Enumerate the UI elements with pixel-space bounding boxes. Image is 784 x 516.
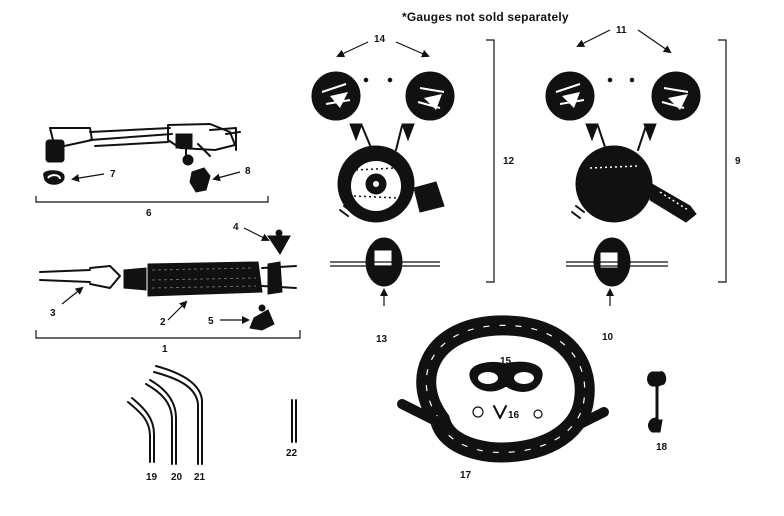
callout-11: 11 — [616, 25, 627, 36]
torch-handle — [39, 261, 297, 297]
callout-1: 1 — [162, 344, 168, 355]
wrench-18 — [647, 371, 667, 433]
callout-10: 10 — [602, 332, 614, 343]
hose-17 — [397, 315, 609, 463]
callout-19: 19 — [146, 472, 158, 483]
callout-20: 20 — [171, 472, 183, 483]
part-8 — [189, 167, 211, 193]
tip-21 — [153, 365, 203, 465]
callout-14: 14 — [374, 34, 386, 45]
callout-3: 3 — [50, 308, 56, 319]
callout-15: 15 — [500, 356, 512, 367]
bracket-1 — [35, 330, 301, 339]
callout-17: 17 — [460, 470, 472, 481]
callout-18: 18 — [656, 442, 668, 453]
goggles-15 — [469, 361, 543, 392]
cutting-attachment — [45, 123, 241, 166]
regulator-left — [311, 71, 455, 287]
part-5 — [249, 304, 275, 331]
callout-16: 16 — [508, 410, 520, 421]
tip-19 — [127, 397, 155, 463]
callout-22: 22 — [286, 448, 298, 459]
callout-4: 4 — [233, 222, 239, 233]
callout-21: 21 — [194, 472, 206, 483]
callout-7: 7 — [110, 169, 116, 180]
callout-6: 6 — [146, 208, 152, 219]
part-4 — [267, 229, 291, 255]
callout-8: 8 — [245, 166, 251, 177]
tip-22 — [291, 399, 297, 443]
bracket-12 — [486, 39, 495, 283]
callout-5: 5 — [208, 316, 214, 327]
bracket-9 — [718, 39, 727, 283]
gauges-note: *Gauges not sold separately — [402, 10, 569, 24]
cutting-tip-7 — [43, 170, 65, 185]
bracket-6 — [35, 196, 269, 203]
tip-20 — [145, 379, 177, 465]
callout-13: 13 — [376, 334, 388, 345]
callout-2: 2 — [160, 317, 166, 328]
callout-12: 12 — [503, 156, 515, 167]
callout-9: 9 — [735, 156, 741, 167]
parts-16 — [472, 405, 543, 419]
regulator-right — [545, 71, 701, 287]
